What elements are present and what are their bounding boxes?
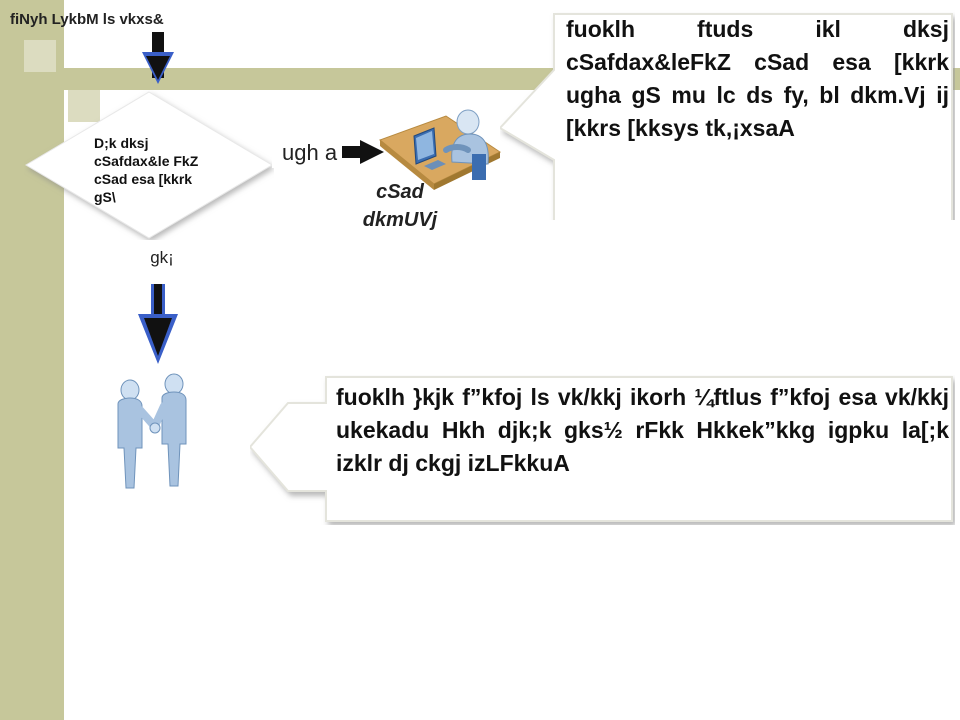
callout-top-text: fuoklh ftuds ikl dksj cSafdax&leFkZ cSad… bbox=[566, 16, 949, 141]
start-label: fiNyh LykbM ls vkxs& bbox=[10, 11, 164, 28]
decision-diamond bbox=[25, 91, 273, 239]
yes-branch-label: gk¡ bbox=[134, 246, 190, 270]
down-arrow-top-icon bbox=[142, 32, 174, 84]
bank-counter-label: cSad dkmUVj bbox=[362, 181, 438, 231]
bank-counter-clipart bbox=[379, 109, 502, 190]
callout-bottom-shape bbox=[250, 376, 953, 522]
decorative-square bbox=[24, 40, 56, 72]
callout-top-shape bbox=[500, 13, 953, 220]
no-branch-label: ugh a bbox=[272, 138, 342, 168]
callout-bottom-text: fuoklh }kjk f”kfoj ls vk/kkj ikorh ¼ftlu… bbox=[336, 384, 949, 476]
decision-text: D;k dksj cSafdax&le FkZ cSad esa [kkrk g… bbox=[94, 135, 199, 205]
down-arrow-bottom-icon bbox=[138, 284, 178, 364]
decorative-square bbox=[68, 90, 100, 122]
left-decorative-band bbox=[0, 0, 64, 720]
handshake-clipart bbox=[117, 373, 187, 489]
